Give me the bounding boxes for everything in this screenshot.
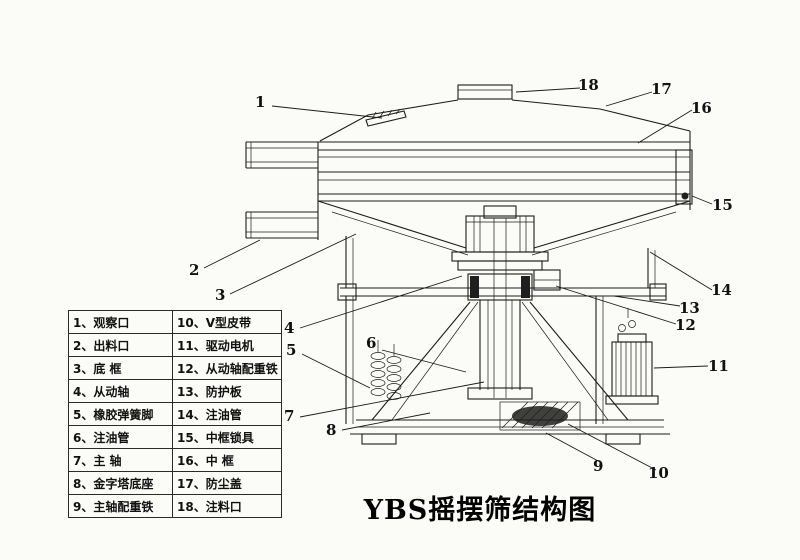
legend-cell: 16、中 框 (172, 448, 282, 472)
callout-4: 4 (284, 319, 295, 337)
legend-cell: 12、从动轴配重铁 (172, 356, 282, 380)
legend-row: 4、从动轴 13、防护板 (68, 379, 282, 403)
callout-10: 10 (648, 464, 669, 482)
middle-frame (317, 131, 691, 240)
legend-cell: 9、主轴配重铁 (68, 494, 173, 518)
callout-12: 12 (675, 316, 696, 334)
callout-6: 6 (366, 334, 377, 352)
leader-lines (203, 87, 713, 471)
legend-cell: 14、注油管 (172, 402, 282, 426)
rubber-spring-feet (370, 340, 402, 400)
protective-plate (337, 283, 667, 301)
frame-lock (675, 149, 693, 205)
legend-cell: 6、注油管 (68, 425, 173, 449)
legend-cell: 7、主 轴 (68, 448, 173, 472)
legend-row: 6、注油管 15、中框锁具 (68, 425, 282, 449)
legend-cell: 1、观察口 (68, 310, 173, 334)
legend-table: 1、观察口 10、V型皮带 2、出料口 11、驱动电机 3、底 框 12、从动轴… (68, 310, 282, 518)
diagram-title: YBS摇摆筛结构图 (363, 495, 597, 526)
legend-row: 9、主轴配重铁 18、注料口 (68, 494, 282, 518)
callout-1: 1 (255, 93, 266, 111)
feed-inlet (457, 84, 513, 100)
callout-8: 8 (326, 421, 337, 439)
legend-row: 3、底 框 12、从动轴配重铁 (68, 356, 282, 380)
legend-cell: 4、从动轴 (68, 379, 173, 403)
callout-17: 17 (651, 80, 672, 98)
legend-cell: 11、驱动电机 (172, 333, 282, 357)
legend-row: 1、观察口 10、V型皮带 (68, 310, 282, 334)
legend-cell: 8、金字塔底座 (68, 471, 173, 495)
spring-mounts (345, 236, 656, 288)
support-legs (345, 296, 604, 424)
legend-row: 8、金字塔底座 17、防尘盖 (68, 471, 282, 495)
discharge-spouts (245, 141, 318, 239)
legend-row: 7、主 轴 16、中 框 (68, 448, 282, 472)
v-belt-drive (499, 401, 581, 431)
legend-cell: 13、防护板 (172, 379, 282, 403)
legend-cell: 15、中框锁具 (172, 425, 282, 449)
callout-9: 9 (593, 457, 604, 475)
legend-cell: 17、防尘盖 (172, 471, 282, 495)
legend-cell: 2、出料口 (68, 333, 173, 357)
bottom-frame (317, 200, 691, 256)
legend-row: 2、出料口 11、驱动电机 (68, 333, 282, 357)
callout-2: 2 (189, 261, 200, 279)
callout-14: 14 (711, 281, 732, 299)
callout-13: 13 (679, 299, 700, 317)
callout-16: 16 (691, 99, 712, 117)
shaft-assembly (451, 205, 561, 400)
callout-3: 3 (215, 286, 226, 304)
callout-5: 5 (286, 341, 297, 359)
legend-cell: 5、橡胶弹簧脚 (68, 402, 173, 426)
legend-cell: 3、底 框 (68, 356, 173, 380)
base-platform (350, 419, 670, 445)
legend-row: 5、橡胶弹簧脚 14、注油管 (68, 402, 282, 426)
legend-cell: 18、注料口 (172, 494, 282, 518)
callout-18: 18 (578, 76, 599, 94)
legend-cell: 10、V型皮带 (172, 310, 282, 334)
callout-15: 15 (712, 196, 733, 214)
callout-7: 7 (284, 407, 295, 425)
callout-11: 11 (708, 357, 729, 375)
dust-cover (319, 99, 691, 142)
drive-motor (605, 308, 659, 405)
